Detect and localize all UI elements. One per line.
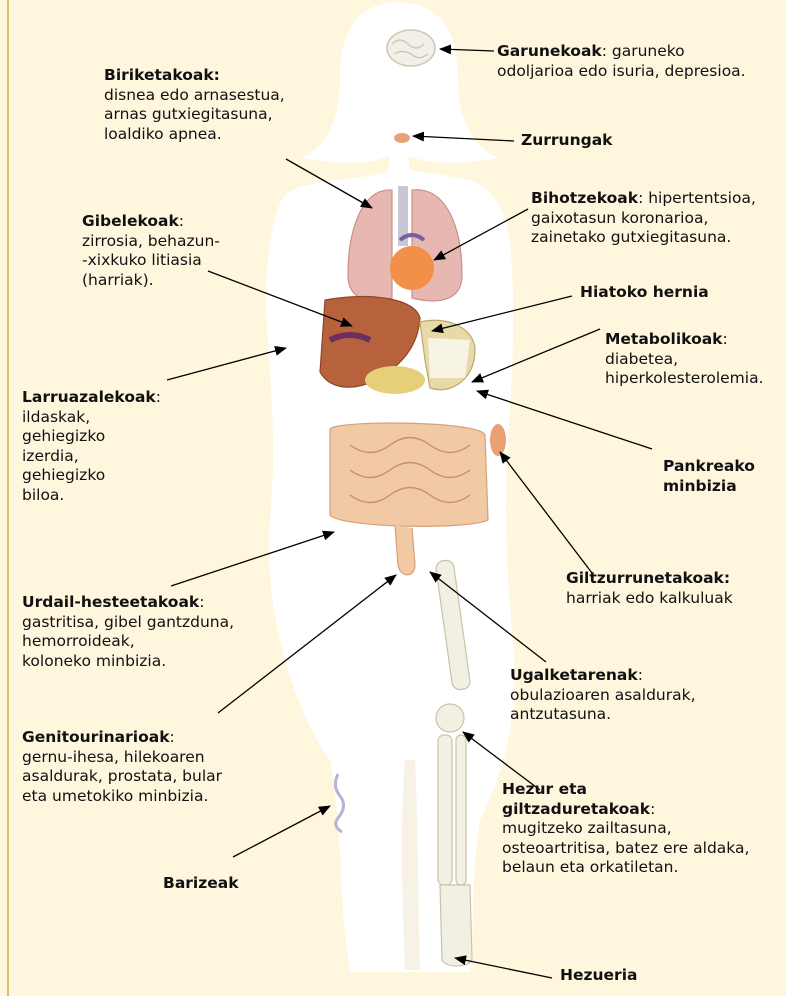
label-metabolikoak: Metabolikoak: diabetea, hiperkolesterole… [605, 330, 764, 389]
label-urdail-hesteetakoak: Urdail-hesteetakoak: gastritisa, gibel g… [22, 593, 234, 671]
label-pankreako-minbizia: Pankreako minbizia [663, 457, 755, 496]
arrow-barizeak [233, 806, 330, 857]
label-giltzurrunetakoak: Giltzurrunetakoak: harriak edo kalkuluak [566, 569, 733, 608]
arrow-larruazalekoak [167, 348, 286, 380]
label-genitourinarioak: Genitourinarioak: gernu-ihesa, hilekoare… [22, 728, 222, 806]
label-barizeak: Barizeak [163, 874, 239, 894]
kidney [490, 424, 506, 456]
label-gibelekoak: Gibelekoak: zirrosia, behazun- -xixkuko … [82, 212, 220, 290]
brain [387, 30, 435, 66]
label-larruazalekoak: Larruazalekoak: ildaskak, gehiegizko ize… [22, 388, 161, 505]
throat [394, 133, 410, 143]
label-ugalketarenak: Ugalketarenak: obulazioaren asaldurak, a… [510, 666, 696, 725]
label-garunekoak: Garunekoak: garuneko odoljarioa edo isur… [497, 42, 746, 81]
arrow-giltzurrunetakoak [500, 452, 592, 573]
pancreas [365, 366, 425, 394]
label-zurrungak: Zurrungak [521, 131, 613, 151]
label-bihotzekoak: Bihotzekoak: hipertentsioa, gaixotasun k… [531, 189, 756, 248]
heart [390, 246, 434, 290]
label-biriketakoak: Biriketakoak: disnea edo arnasestua, arn… [104, 66, 285, 144]
label-garunekoak-title: Garunekoak [497, 42, 602, 60]
label-hezueria: Hezueria [560, 966, 637, 986]
label-hiatoko-hernia: Hiatoko hernia [580, 283, 709, 303]
label-hezur-giltzaduretakoak: Hezur eta giltzaduretakoak: mugitzeko za… [502, 780, 749, 878]
